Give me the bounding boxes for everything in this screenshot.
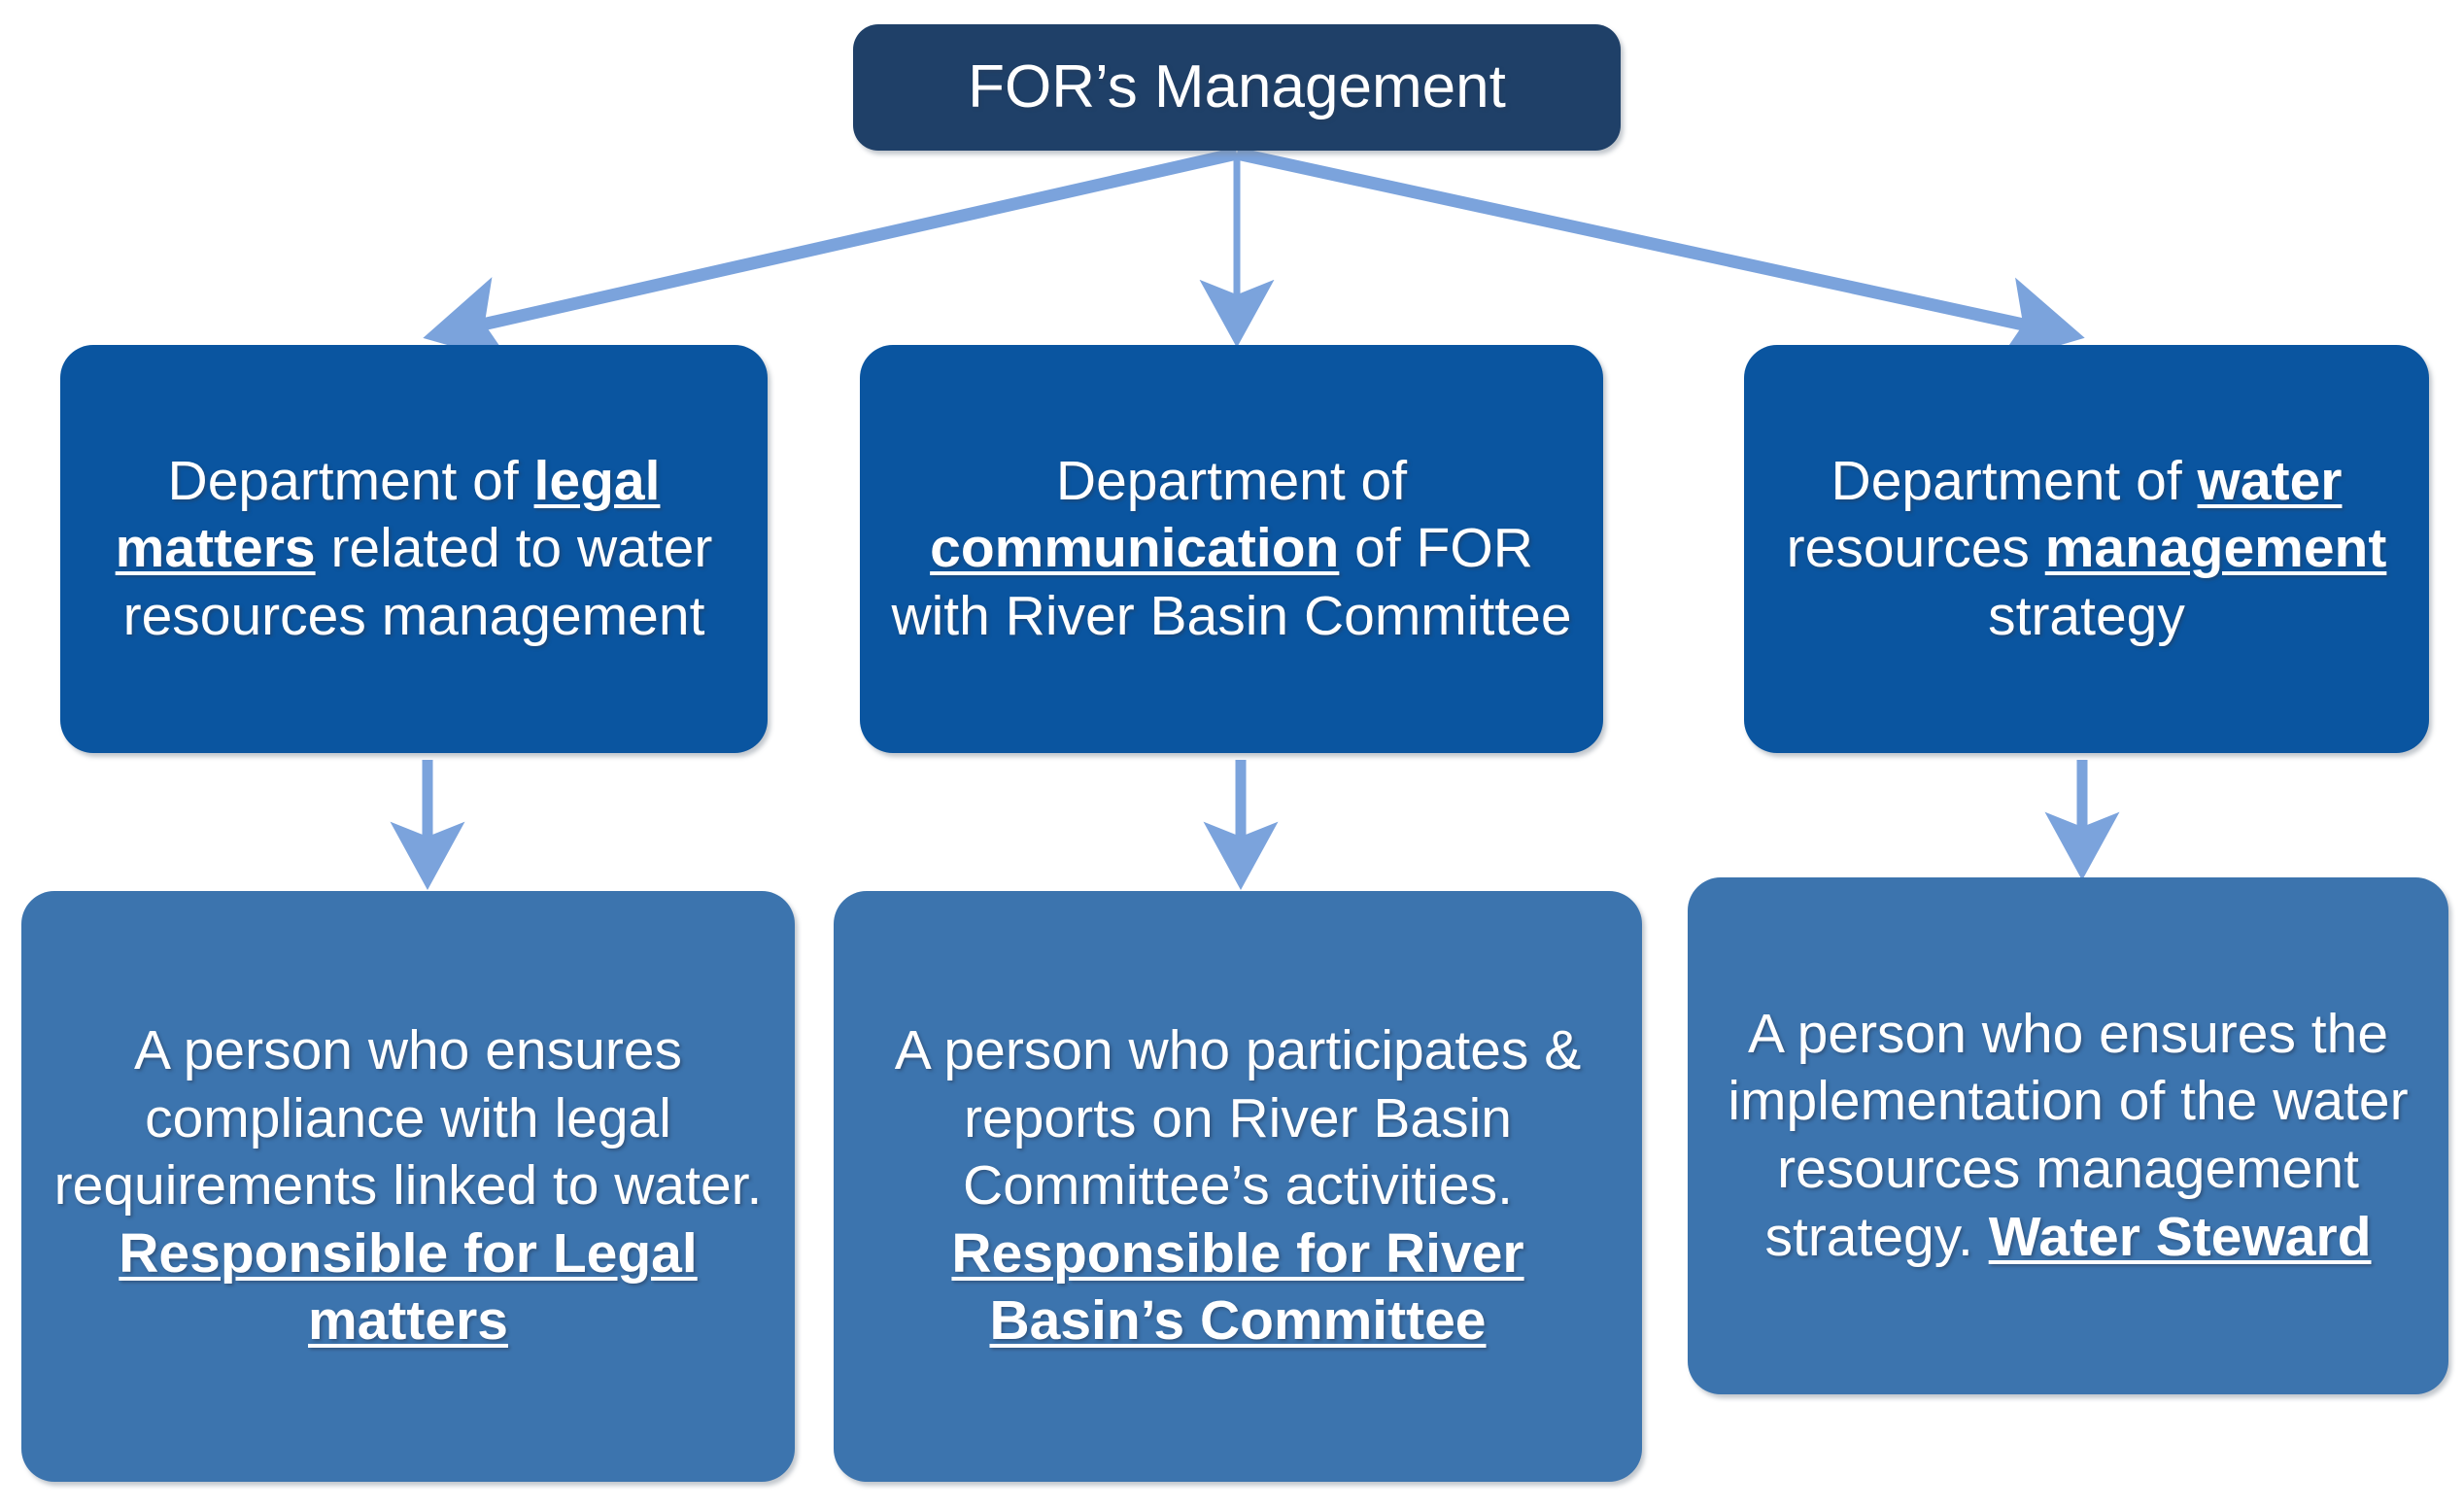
node-label: Department of water resources management… xyxy=(1786,449,2387,647)
connector-root-to-legal xyxy=(423,147,1239,363)
node-label: A person who ensures compliance with leg… xyxy=(53,1019,763,1353)
node-role-water-steward[interactable]: A person who ensures the implementation … xyxy=(1688,877,2448,1394)
node-role-legal-matters[interactable]: A person who ensures compliance with leg… xyxy=(21,891,795,1482)
node-department-legal-matters[interactable]: Department of legal matters related to w… xyxy=(60,345,768,753)
node-label: Department of communication of FOR with … xyxy=(891,449,1572,647)
node-for-management[interactable]: FOR’s Management xyxy=(853,24,1621,151)
node-label: FOR’s Management xyxy=(968,52,1506,120)
node-department-water-management[interactable]: Department of water resources management… xyxy=(1744,345,2429,753)
node-role-river-basin-committee[interactable]: A person who participates & reports on R… xyxy=(834,891,1642,1482)
node-label: A person who participates & reports on R… xyxy=(894,1019,1582,1353)
node-label: Department of legal matters related to w… xyxy=(115,449,713,647)
connector-root-to-water xyxy=(1235,147,2085,364)
node-label: A person who ensures the implementation … xyxy=(1728,1002,2409,1268)
node-department-communication[interactable]: Department of communication of FOR with … xyxy=(860,345,1603,753)
